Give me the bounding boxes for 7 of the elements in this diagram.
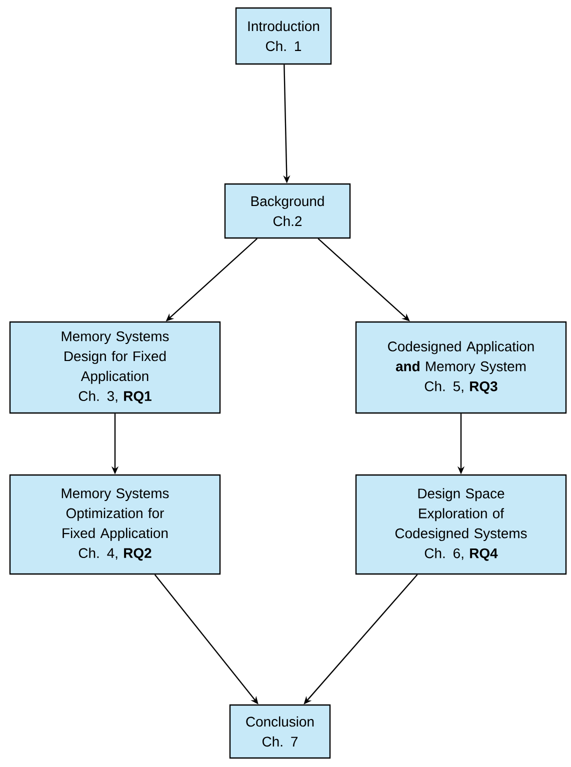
chapter-box: Conclusion Ch. 7 [229,704,331,759]
chapter-box: Memory Systems Optimization for Fixed Application Ch. 4, RQ2 [9,474,221,575]
chapter-box: Memory Systems Design for Fixed Application Ch. 3, RQ1 [9,321,221,414]
chapter-box: Background Ch.2 [224,183,351,239]
chapter-box: Design Space Exploration of Codesigned Systems Ch. 6, RQ4 [355,474,567,575]
chapter-box: Introduction Ch. 1 [235,7,332,65]
chapter-box: Codesigned Application and Memory System Ch. 5, RQ3 [355,321,567,414]
